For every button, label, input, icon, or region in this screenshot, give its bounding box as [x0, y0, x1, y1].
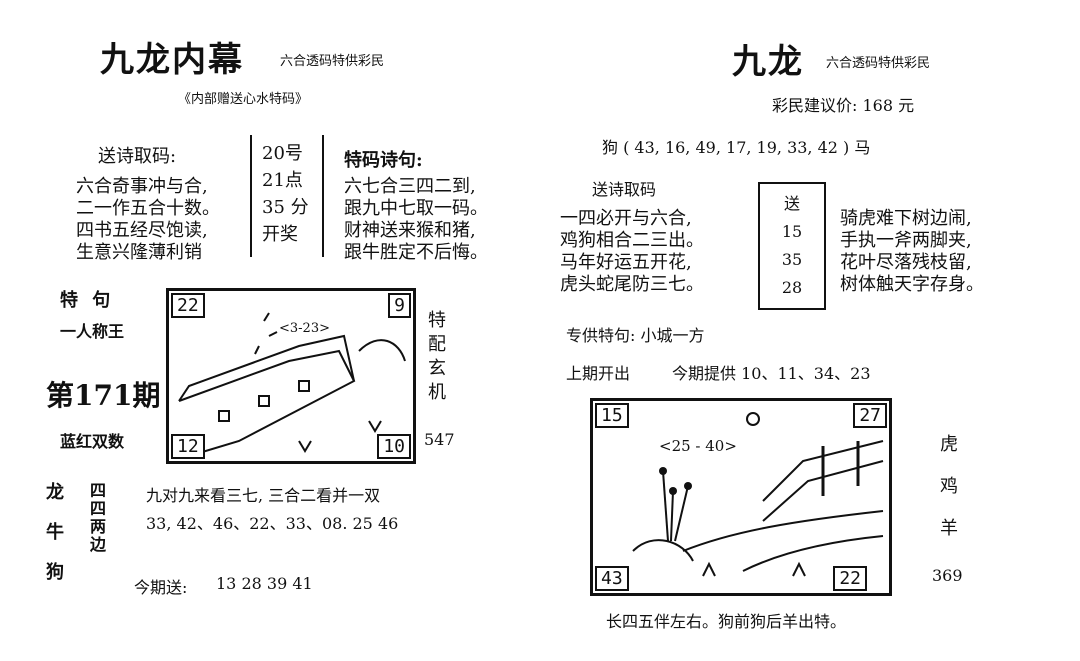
- issue-number: 第171期: [46, 379, 161, 412]
- draw-hour: 21点: [262, 170, 303, 191]
- numbers-line: 33, 42、46、22、33、08. 25 46: [146, 514, 399, 533]
- tejv-label: 特 句: [60, 290, 115, 311]
- right-poem-2: 骑虎难下树边闹, 手执一斧两脚夹, 花叶尽落残枝留, 树体触天字存身。: [840, 208, 984, 296]
- poem-line: 虎头蛇尾防三七。: [560, 274, 704, 295]
- animal-dragon: 龙: [46, 482, 64, 503]
- special-poem: 六七合三四二到, 跟九中七取一码。 财神送来猴和猪, 跟牛胜定不后悔。: [344, 176, 488, 264]
- poem-line: 花叶尽落残枝留,: [840, 252, 972, 273]
- sketch-corner-br: 10: [377, 434, 411, 459]
- draw-label: 开奖: [262, 224, 298, 245]
- poem-line: 骑虎难下树边闹,: [840, 208, 972, 229]
- send-box-content: 送 15 35 28: [758, 190, 826, 302]
- right-poem-heading: 送诗取码: [592, 180, 657, 199]
- animal-tiger: 虎: [940, 434, 958, 455]
- send-label: 送: [783, 194, 800, 213]
- poem-line: 手执一斧两脚夹,: [840, 230, 972, 251]
- send-number: 35: [781, 250, 803, 269]
- right-side-value: 369: [932, 566, 963, 585]
- animal-ox: 牛: [46, 522, 64, 543]
- special-line: 跟牛胜定不后悔。: [344, 242, 488, 263]
- left-sketch-box: 22 9 12 10 <3-23>: [166, 288, 416, 464]
- poem-line: 六合奇事冲与合,: [76, 176, 208, 197]
- bottom-line: 长四五伴左右。狗前狗后羊出特。: [606, 612, 847, 631]
- special-line: 财神送来猴和猪,: [344, 220, 476, 241]
- right-special-line: 专供特句: 小城一方: [566, 326, 705, 345]
- last-label: 上期开出: [566, 364, 631, 383]
- sketch-corner-bl: 12: [171, 434, 205, 459]
- poem-line: 鸡狗相合二三出。: [560, 230, 704, 251]
- special-line: 六七合三四二到,: [344, 176, 476, 197]
- right-poem: 一四必开与六合, 鸡狗相合二三出。 马年好运五开花, 虎头蛇尾防三七。: [560, 208, 704, 296]
- sketch-corner-tl: 15: [595, 403, 629, 428]
- special-line: 跟九中七取一码。: [344, 198, 488, 219]
- sketch-corner-br: 22: [833, 566, 867, 591]
- right-title: 九龙: [732, 42, 804, 82]
- clue-line: 九对九来看三七, 三合二看并一双: [146, 486, 381, 505]
- poem-line: 树体触天字存身。: [840, 274, 984, 295]
- draw-time: 20号 21点 35 分 开奖: [262, 140, 309, 248]
- sketch-note: <3-23>: [279, 321, 330, 336]
- provide-line: 今期提供 10、11、34、23: [672, 364, 871, 383]
- sketch-corner-tr: 9: [388, 293, 411, 318]
- poem-line: 二一作五合十数。: [76, 198, 220, 219]
- draw-date: 20号: [262, 143, 303, 164]
- house-sketch: [178, 312, 406, 457]
- poem-line: 四书五经尽饱读,: [76, 220, 208, 241]
- special-heading: 特码诗句:: [344, 150, 423, 171]
- sketch-note: <25 - 40>: [659, 437, 737, 455]
- edge-label: 四四两边: [87, 482, 106, 554]
- today-label: 今期送:: [134, 578, 188, 597]
- sketch-corner-tl: 22: [171, 293, 205, 318]
- animal-rooster: 鸡: [940, 476, 958, 497]
- poem-line: 生意兴隆薄利销: [76, 242, 202, 263]
- draw-time-box: [250, 135, 324, 257]
- left-title: 九龙内幕: [100, 40, 244, 80]
- sketch-corner-tr: 27: [853, 403, 887, 428]
- send-box: [758, 182, 826, 310]
- today-values: 13 28 39 41: [216, 574, 313, 593]
- send-number: 15: [781, 222, 803, 241]
- left-poem: 六合奇事冲与合, 二一作五合十数。 四书五经尽饱读, 生意兴隆薄利销: [76, 176, 220, 264]
- dog-horse-line: 狗 ( 43, 16, 49, 17, 19, 33, 42 ) 马: [602, 138, 871, 157]
- poem-line: 马年好运五开花,: [560, 252, 692, 273]
- right-sketch-box: 15 27 43 22 <25 - 40>: [590, 398, 892, 596]
- side-value: 547: [424, 430, 455, 449]
- tejv-value: 一人称王: [60, 322, 125, 341]
- poem-line: 一四必开与六合,: [560, 208, 692, 229]
- right-tagline: 六合透码特供彩民: [826, 56, 931, 71]
- animal-dog: 狗: [46, 562, 64, 583]
- left-poem-heading: 送诗取码:: [98, 146, 177, 167]
- blue-red-label: 蓝红双数: [60, 432, 125, 451]
- send-number: 28: [781, 278, 803, 297]
- animal-goat: 羊: [940, 518, 958, 539]
- fence-sketch: [632, 412, 884, 577]
- draw-minute: 35 分: [262, 197, 309, 218]
- price-line: 彩民建议价: 168 元: [772, 96, 915, 115]
- sketch-corner-bl: 43: [595, 566, 629, 591]
- left-subtitle: 《内部赠送心水特码》: [178, 92, 309, 107]
- left-tagline: 六合透码特供彩民: [280, 54, 385, 69]
- side-label: 特配玄机: [425, 310, 446, 406]
